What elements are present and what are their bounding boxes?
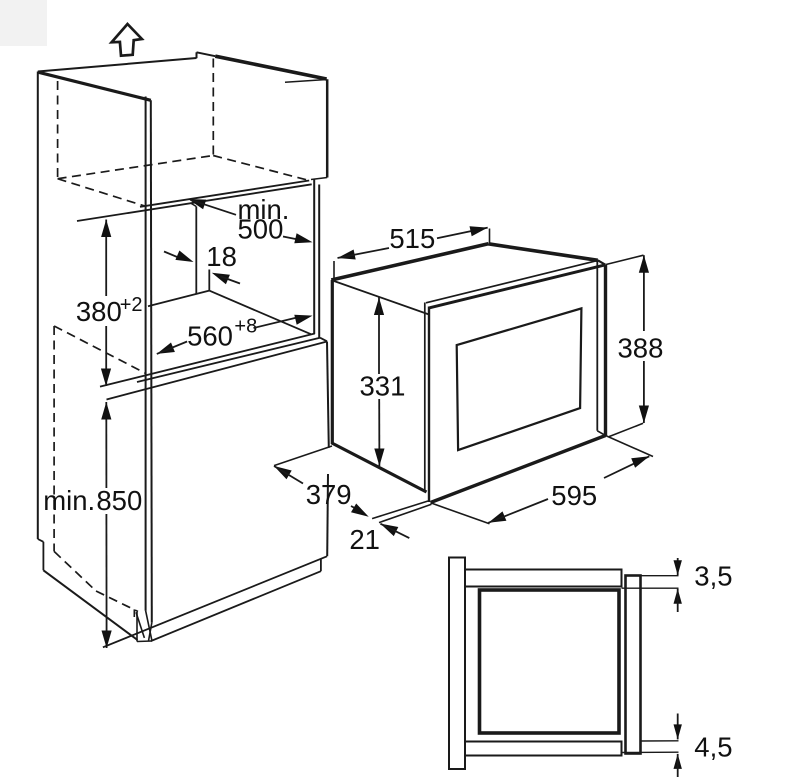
svg-text:560: 560 <box>187 321 233 352</box>
svg-text:379: 379 <box>306 479 352 510</box>
svg-text:min.: min. <box>43 485 95 516</box>
svg-text:4,5: 4,5 <box>694 732 732 763</box>
svg-text:380: 380 <box>76 296 122 327</box>
svg-text:500: 500 <box>238 213 284 244</box>
svg-text:595: 595 <box>551 480 597 511</box>
svg-text:850: 850 <box>96 485 142 516</box>
svg-text:515: 515 <box>389 223 435 254</box>
svg-text:+8: +8 <box>234 316 257 338</box>
svg-text:+2: +2 <box>120 294 143 316</box>
svg-text:21: 21 <box>349 524 380 555</box>
svg-text:18: 18 <box>206 241 237 272</box>
svg-text:331: 331 <box>360 371 406 402</box>
svg-text:3,5: 3,5 <box>694 561 732 592</box>
svg-text:388: 388 <box>618 332 664 363</box>
